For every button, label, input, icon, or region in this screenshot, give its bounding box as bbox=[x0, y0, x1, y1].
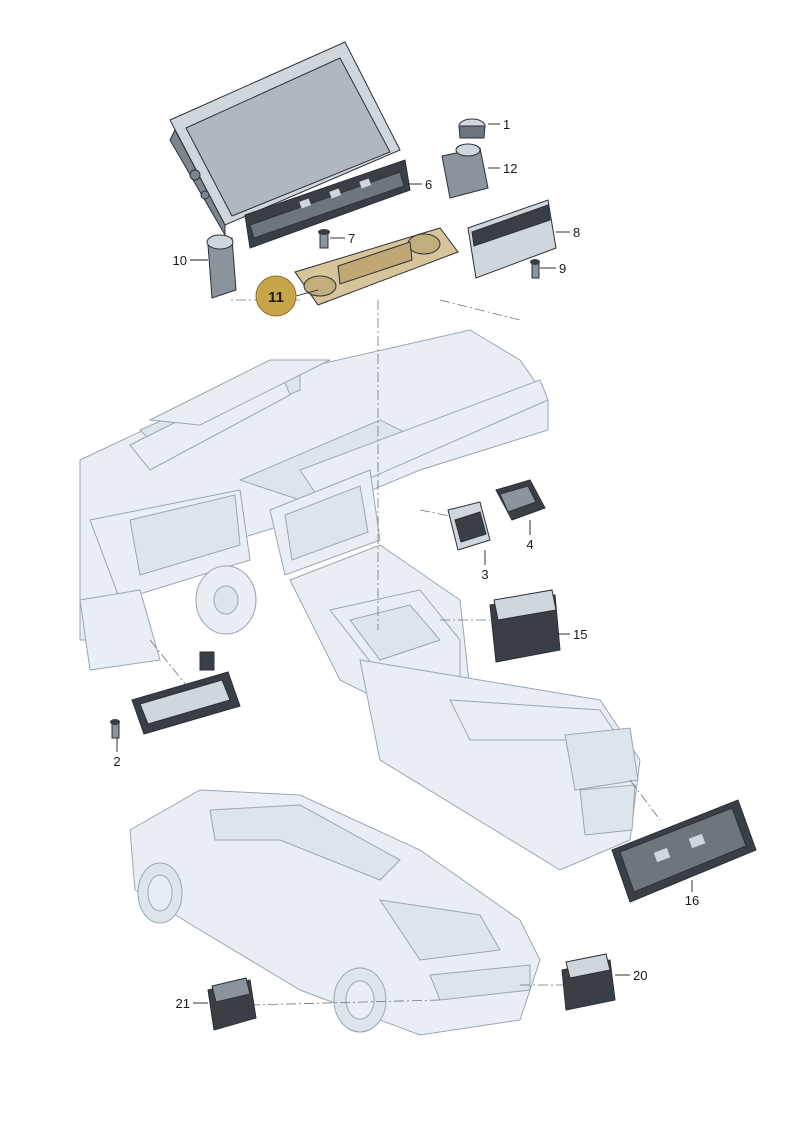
dashboard-illustration bbox=[79, 329, 641, 871]
callout-6: 6 bbox=[408, 177, 432, 192]
part-16-switch bbox=[611, 799, 757, 903]
dash-leaders bbox=[149, 299, 661, 1006]
part-8-switch bbox=[467, 199, 557, 279]
callout-label-11: 11 bbox=[268, 289, 284, 306]
callout-15: 15 bbox=[558, 627, 587, 642]
part-12-knob-base bbox=[441, 143, 489, 199]
part-21-switch bbox=[207, 977, 257, 1031]
callout-label-12: 12 bbox=[503, 161, 517, 176]
part-13-knob bbox=[458, 118, 486, 139]
callout-10: 10 bbox=[173, 253, 208, 268]
callout-7: 7 bbox=[330, 231, 355, 246]
car-illustration bbox=[129, 789, 541, 1036]
display-unit bbox=[169, 41, 401, 237]
callout-label-8: 8 bbox=[573, 225, 580, 240]
part-2-screw bbox=[110, 719, 120, 739]
callout-label-2: 2 bbox=[113, 754, 120, 769]
callout-8: 8 bbox=[556, 225, 580, 240]
callout-20: 20 bbox=[615, 968, 647, 983]
callout-label-9: 9 bbox=[559, 261, 566, 276]
callout-label-15: 15 bbox=[573, 627, 587, 642]
control-panel-6 bbox=[244, 159, 411, 249]
callout-13: 1 bbox=[488, 117, 510, 132]
part-4-switch bbox=[495, 479, 546, 521]
callout-label-10: 10 bbox=[173, 253, 187, 268]
part-15-switch bbox=[489, 589, 561, 663]
callout-label-4: 4 bbox=[526, 537, 533, 552]
callout-label-6: 6 bbox=[425, 177, 432, 192]
part-1-switch bbox=[131, 651, 241, 735]
part-10-switch bbox=[206, 234, 237, 299]
callout-layer: 2 3 4 6 7 8 9 10 12 15 16 20 21 bbox=[113, 161, 699, 1011]
callout-21: 21 bbox=[176, 996, 208, 1011]
callout-label-3: 3 bbox=[481, 567, 488, 582]
callout-2: 2 bbox=[113, 738, 121, 769]
callout-9: 9 bbox=[540, 261, 566, 276]
callout-label-7: 7 bbox=[348, 231, 355, 246]
callout-label-20: 20 bbox=[633, 968, 647, 983]
callout-label-21: 21 bbox=[176, 996, 190, 1011]
part-7-screw bbox=[318, 229, 330, 249]
callout-12: 12 bbox=[488, 161, 517, 176]
part-20-switch bbox=[561, 953, 616, 1011]
part-3-switch bbox=[447, 501, 491, 551]
callout-label-16: 16 bbox=[685, 893, 699, 908]
callout-4: 4 bbox=[526, 520, 534, 552]
callout-16: 16 bbox=[685, 880, 699, 908]
callout-3: 3 bbox=[481, 550, 489, 582]
highlighted-part-11 bbox=[294, 227, 459, 306]
callout-label-13: 1 bbox=[503, 117, 510, 132]
callout-11-badge: 11 bbox=[255, 275, 319, 317]
part-9-screw bbox=[530, 259, 540, 279]
